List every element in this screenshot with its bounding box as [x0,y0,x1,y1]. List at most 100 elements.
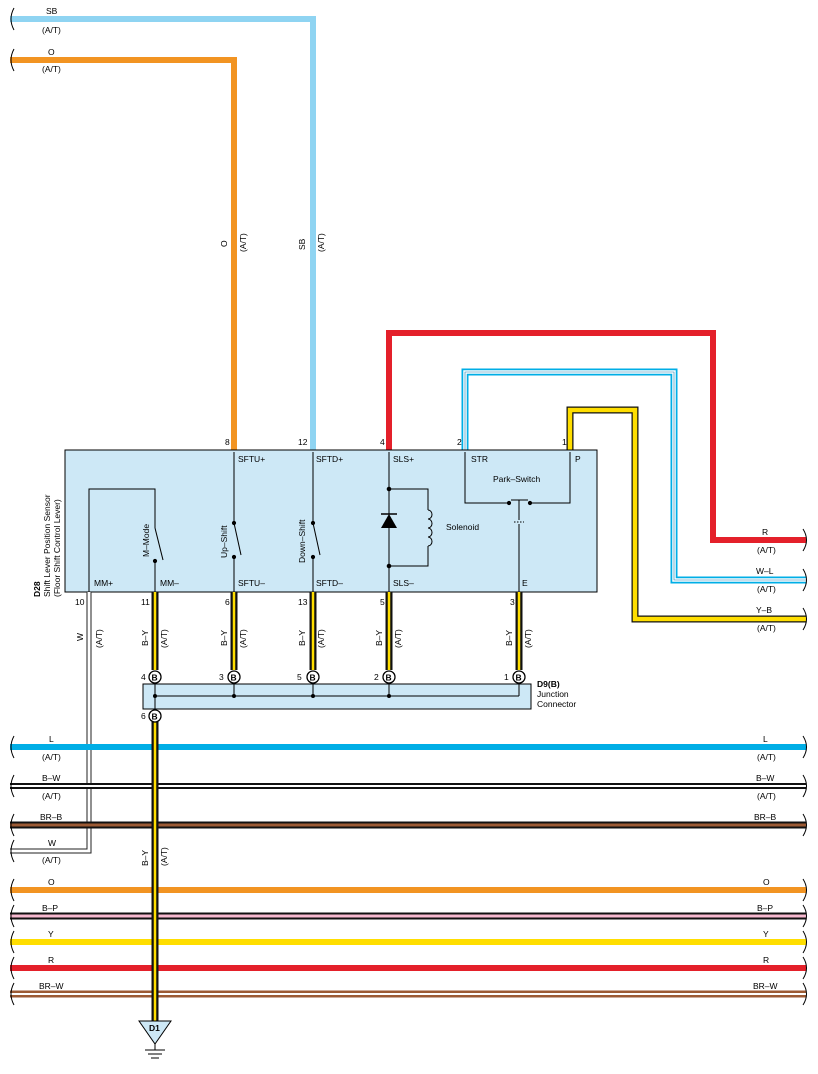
wire-sub-o: (A/T) [42,64,61,74]
bus-sub-w-left: (A/T) [42,855,61,865]
component-subname: (Floor Shift Control Lever) [52,499,62,597]
bus-label-r-left: R [48,955,54,965]
bus-sub-l-right: (A/T) [757,752,776,762]
bus-label-w-left: W [48,838,56,848]
bus-label-brw-right: BR–W [753,981,778,991]
right-wire-label-wl: W–L [756,566,774,576]
pin-num-10: 10 [75,597,85,607]
pin-name-e: E [522,578,528,588]
component-name: Shift Lever Position Sensor [42,494,52,597]
bus-label-bw-right: B–W [756,773,774,783]
ground-code: D1 [149,1023,160,1033]
junction-pin-num: 1 [504,672,509,682]
component-code: D28 [32,581,42,597]
pin-name-sftd-plus: SFTD+ [316,454,343,464]
bus-label-o-right: O [763,877,770,887]
junction-pin-num: 2 [374,672,379,682]
pin-name-mm-minus: MM– [160,578,179,588]
junction-name-2: Connector [537,699,576,709]
vlabel-o: O [219,240,229,247]
pin-name-sftu-plus: SFTU+ [238,454,265,464]
bus-label-bp-right: B–P [757,903,773,913]
park-switch [464,452,571,592]
pin-num-12: 12 [298,437,308,447]
bus-label-o-left: O [48,877,55,887]
wire-sub-sb: (A/T) [42,25,61,35]
junction-pin-letter: B [386,673,392,683]
m-mode-switch [88,488,164,592]
bus-break-marks [10,735,807,1006]
junction-pin-4: B 4 [141,670,162,684]
solenoid-label: Solenoid [446,522,479,532]
pin-num-8: 8 [225,437,230,447]
switch-label-m-mode: M–Mode [141,524,151,557]
pin-num-11: 11 [141,597,150,607]
bus-label-y-left: Y [48,929,54,939]
bus-label-brb-right: BR–B [754,812,777,822]
bus-label-brw-left: BR–W [39,981,64,991]
bus-label-l-left: L [49,734,54,744]
drop-sub-by: (A/T) [316,629,326,648]
pin-name-sftd-minus: SFTD– [316,578,343,588]
junction-pin-letter: B [152,673,158,683]
pin-name-str: STR [471,454,488,464]
wire-wl-right [461,368,806,584]
junction-pin-num: 3 [219,672,224,682]
break-mark [802,568,807,592]
right-wire-label-r: R [762,527,768,537]
vlabel-o-sub: (A/T) [238,233,248,252]
bus-label-l-right: L [763,734,768,744]
wire-label-o: O [48,47,55,57]
junction-pin-letter: B [152,712,158,722]
pin-name-sftu-minus: SFTU– [238,578,265,588]
drop-sub-w: (A/T) [94,629,104,648]
switch-label-down-shift: Down–Shift [297,519,307,563]
drop-label-by: B–Y [504,630,514,646]
down-shift-switch [310,452,321,592]
bus-label-bw-left: B–W [42,773,60,783]
pin-num-5: 5 [380,597,385,607]
ground-wire-sub: (A/T) [159,847,169,866]
right-wire-sub-wl: (A/T) [757,584,776,594]
pin-name-sls-minus: SLS– [393,578,414,588]
pin-name-mm-plus: MM+ [94,578,113,588]
drop-label-by: B–Y [374,630,384,646]
vlabel-sb: SB [297,238,307,250]
vlabel-sb-sub: (A/T) [316,233,326,252]
right-wire-sub-yb: (A/T) [757,623,776,633]
break-mark [802,607,807,631]
junction-pin-letter: B [231,673,237,683]
right-wire-label-yb: Y–B [756,605,772,615]
drop-label-by: B–Y [140,630,150,646]
park-switch-label: Park–Switch [493,474,541,484]
pin-num-6: 6 [225,597,230,607]
break-mark [802,528,807,552]
bus-label-bp-left: B–P [42,903,58,913]
wire-label-sb: SB [46,6,58,16]
bus-sub-l-left: (A/T) [42,752,61,762]
right-wire-sub-r: (A/T) [757,545,776,555]
pin-num-1: 1 [562,437,567,447]
pin-num-3: 3 [510,597,515,607]
diode-icon [381,513,397,528]
junction-pin-letter: B [516,673,522,683]
wire-sb [10,16,316,452]
pin-name-p: P [575,454,581,464]
drop-sub-by: (A/T) [523,629,533,648]
bus-sub-bw-right: (A/T) [757,791,776,801]
junction-pin-5: B 5 [297,670,320,684]
solenoid-circuit [386,452,433,592]
junction-pin-3: B 3 [219,670,241,684]
drop-label-by: B–Y [219,630,229,646]
break-mark [10,48,15,72]
drop-label-w: W [75,633,85,641]
bus-label-r-right: R [763,955,769,965]
drop-sub-by: (A/T) [393,629,403,648]
junction-bus-dots [153,684,520,709]
component-d28-box [64,449,598,593]
junction-pin-2: B 2 [374,670,396,684]
wire-o [10,57,237,452]
junction-pin-num: 6 [141,711,146,721]
drop-sub-by: (A/T) [238,629,248,648]
